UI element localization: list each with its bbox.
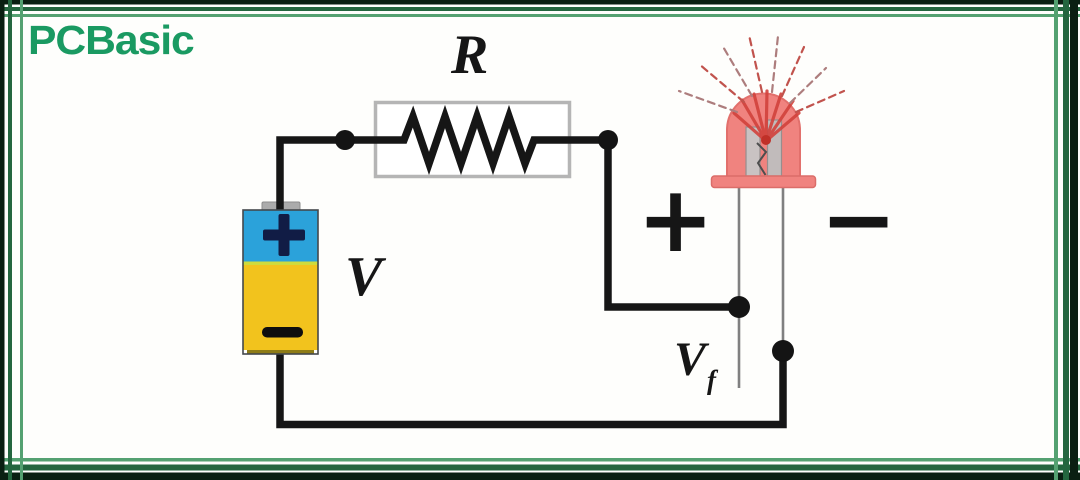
brand-logo: PCBasic — [28, 17, 195, 63]
led-glow-center — [761, 135, 771, 145]
led-inner-glow-rays — [732, 89, 801, 143]
battery — [242, 209, 319, 355]
frame-line-right-outer — [1070, 0, 1078, 480]
led-cathode-minus-label: − — [820, 166, 898, 273]
frame-line-right-middle — [1063, 0, 1069, 480]
frame-line-top-inner — [0, 14, 1080, 17]
battery-section-divider — [243, 261, 318, 265]
led-anode-plus-label: + — [637, 166, 715, 273]
junction-dot-led-anode — [728, 296, 750, 318]
battery-voltage-label: V — [345, 246, 383, 308]
junction-dot-left-of-resistor — [335, 130, 355, 150]
led-light-rays — [677, 33, 846, 114]
led — [677, 33, 846, 189]
frame-line-top-middle — [0, 7, 1080, 11]
wire-battery-to-led-anode-with-resistor-zigzag — [276, 104, 739, 311]
resistor-label: R — [451, 24, 489, 86]
junction-dots — [335, 130, 794, 362]
junction-dot-led-cathode — [772, 340, 794, 362]
forward-voltage-label: Vf — [674, 333, 716, 394]
frame-line-bottom-middle — [0, 464, 1080, 471]
forward-voltage-main: V — [674, 333, 707, 386]
frame-line-bottom-outer — [0, 472, 1080, 480]
wire-led-cathode-to-battery-negative — [276, 349, 787, 429]
led-flange — [710, 175, 817, 189]
battery-plus-icon — [263, 214, 305, 256]
frame-line-top-outer — [0, 0, 1080, 5]
frame-line-bottom-inner — [0, 458, 1080, 462]
battery-minus-icon — [262, 327, 303, 338]
forward-voltage-subscript: f — [707, 365, 717, 395]
frame-line-left-inner — [20, 0, 23, 480]
led-bond-wire — [756, 142, 768, 176]
battery-bottom-rim — [247, 350, 314, 355]
led-leads — [737, 186, 785, 388]
frame-line-right-inner — [1054, 0, 1058, 480]
circuit-wires — [276, 104, 787, 429]
frame-line-left-middle — [8, 0, 12, 480]
junction-dot-right-of-resistor — [598, 130, 618, 150]
battery-outline — [242, 209, 319, 355]
frame-line-left-outer — [0, 0, 5, 480]
